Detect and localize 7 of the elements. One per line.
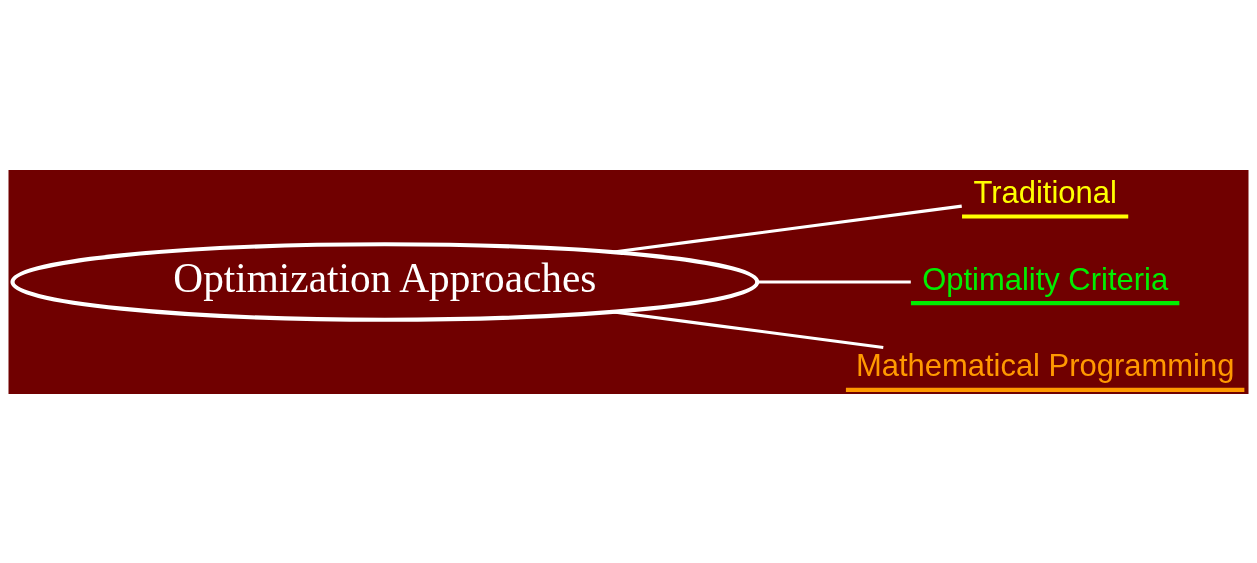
node-text: Traditional [973, 174, 1117, 210]
connector [757, 279, 911, 284]
connector [613, 204, 962, 253]
connector [613, 310, 884, 349]
node-text: Optimality Criteria [922, 261, 1169, 297]
node-ellipse: Optimization Approaches [10, 241, 760, 322]
node-text: Mathematical Programming [855, 347, 1235, 383]
